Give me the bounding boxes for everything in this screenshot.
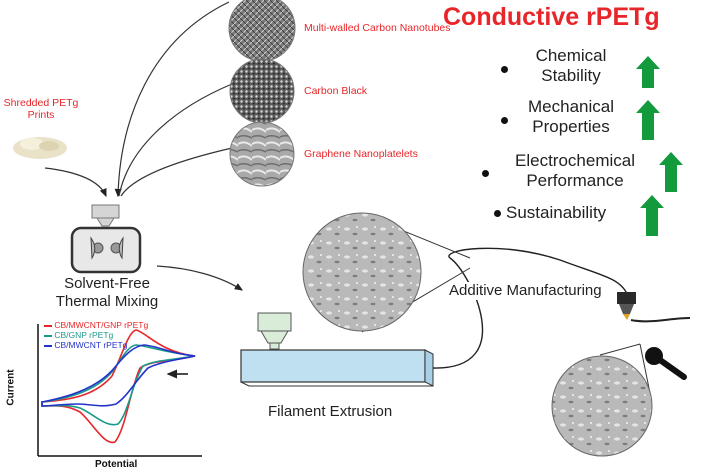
cv-ylabel: Current: [5, 369, 17, 406]
cv-legend: CB/MWCNT/GNP rPETg CB/GNP rPETg CB/MWCNT…: [44, 320, 148, 350]
mwcnt-sem-image: [228, 0, 296, 62]
mechanical-properties-up-arrow-icon: [636, 100, 660, 140]
cv-curve-blue: [41, 344, 196, 407]
filament-surface-sem-image: [302, 212, 422, 332]
shredded-petg-image: [13, 137, 67, 159]
electrochemical-performance-up-arrow-icon: [659, 152, 683, 192]
filler-label-mwcnt: Multi-walled Carbon Nanotubes: [304, 22, 451, 34]
bullet: [482, 170, 489, 177]
legend-item-blue: CB/MWCNT rPETg: [44, 340, 148, 350]
filament-extruder-icon: [240, 312, 434, 387]
thermal-mixer-icon: [70, 204, 142, 274]
filler-label-carbon-black: Carbon Black: [304, 85, 368, 97]
main-title: Conductive rPETg: [443, 3, 660, 31]
bullet: [501, 117, 508, 124]
carbon-black-sem-image: [229, 58, 295, 124]
property-mechanical-properties: Mechanical Properties: [528, 97, 614, 136]
additive-manufacturing-caption: Additive Manufacturing: [449, 282, 602, 300]
arrow-from-shredded: [44, 167, 107, 198]
bullet: [501, 66, 508, 73]
filler-label-gnp: Graphene Nanoplatelets: [304, 148, 418, 160]
sustainability-up-arrow-icon: [640, 195, 664, 236]
cv-curve-teal: [41, 344, 196, 426]
gnp-sem-image: [229, 121, 295, 187]
property-chemical-stability: Chemical Stability: [535, 46, 607, 85]
mixing-caption: Solvent-Free Thermal Mixing: [55, 275, 159, 310]
chemical-stability-up-arrow-icon: [636, 56, 660, 88]
shredded-petg-label: Shredded PETg Prints: [3, 97, 79, 121]
arrow-from-cb: [118, 83, 233, 197]
filament-path: [432, 247, 628, 369]
printer-nozzle-icon: [617, 292, 691, 323]
printed-electrode-sem-image: [551, 355, 653, 457]
electrode-icon: [645, 347, 687, 380]
arrow-from-mwcnt: [114, 1, 230, 198]
legend-item-red: CB/MWCNT/GNP rPETg: [44, 320, 148, 330]
arrow-mixing-to-extrusion: [156, 265, 244, 291]
cv-xlabel: Potential: [95, 459, 138, 470]
property-electrochemical-performance: Electrochemical Performance: [515, 151, 635, 190]
arrow-from-gnp: [120, 147, 233, 197]
extrusion-caption: Filament Extrusion: [268, 403, 393, 420]
legend-item-teal: CB/GNP rPETg: [44, 330, 148, 340]
cv-plot: [37, 324, 202, 457]
property-sustainability: Sustainability: [506, 203, 607, 222]
bullet: [494, 210, 501, 217]
